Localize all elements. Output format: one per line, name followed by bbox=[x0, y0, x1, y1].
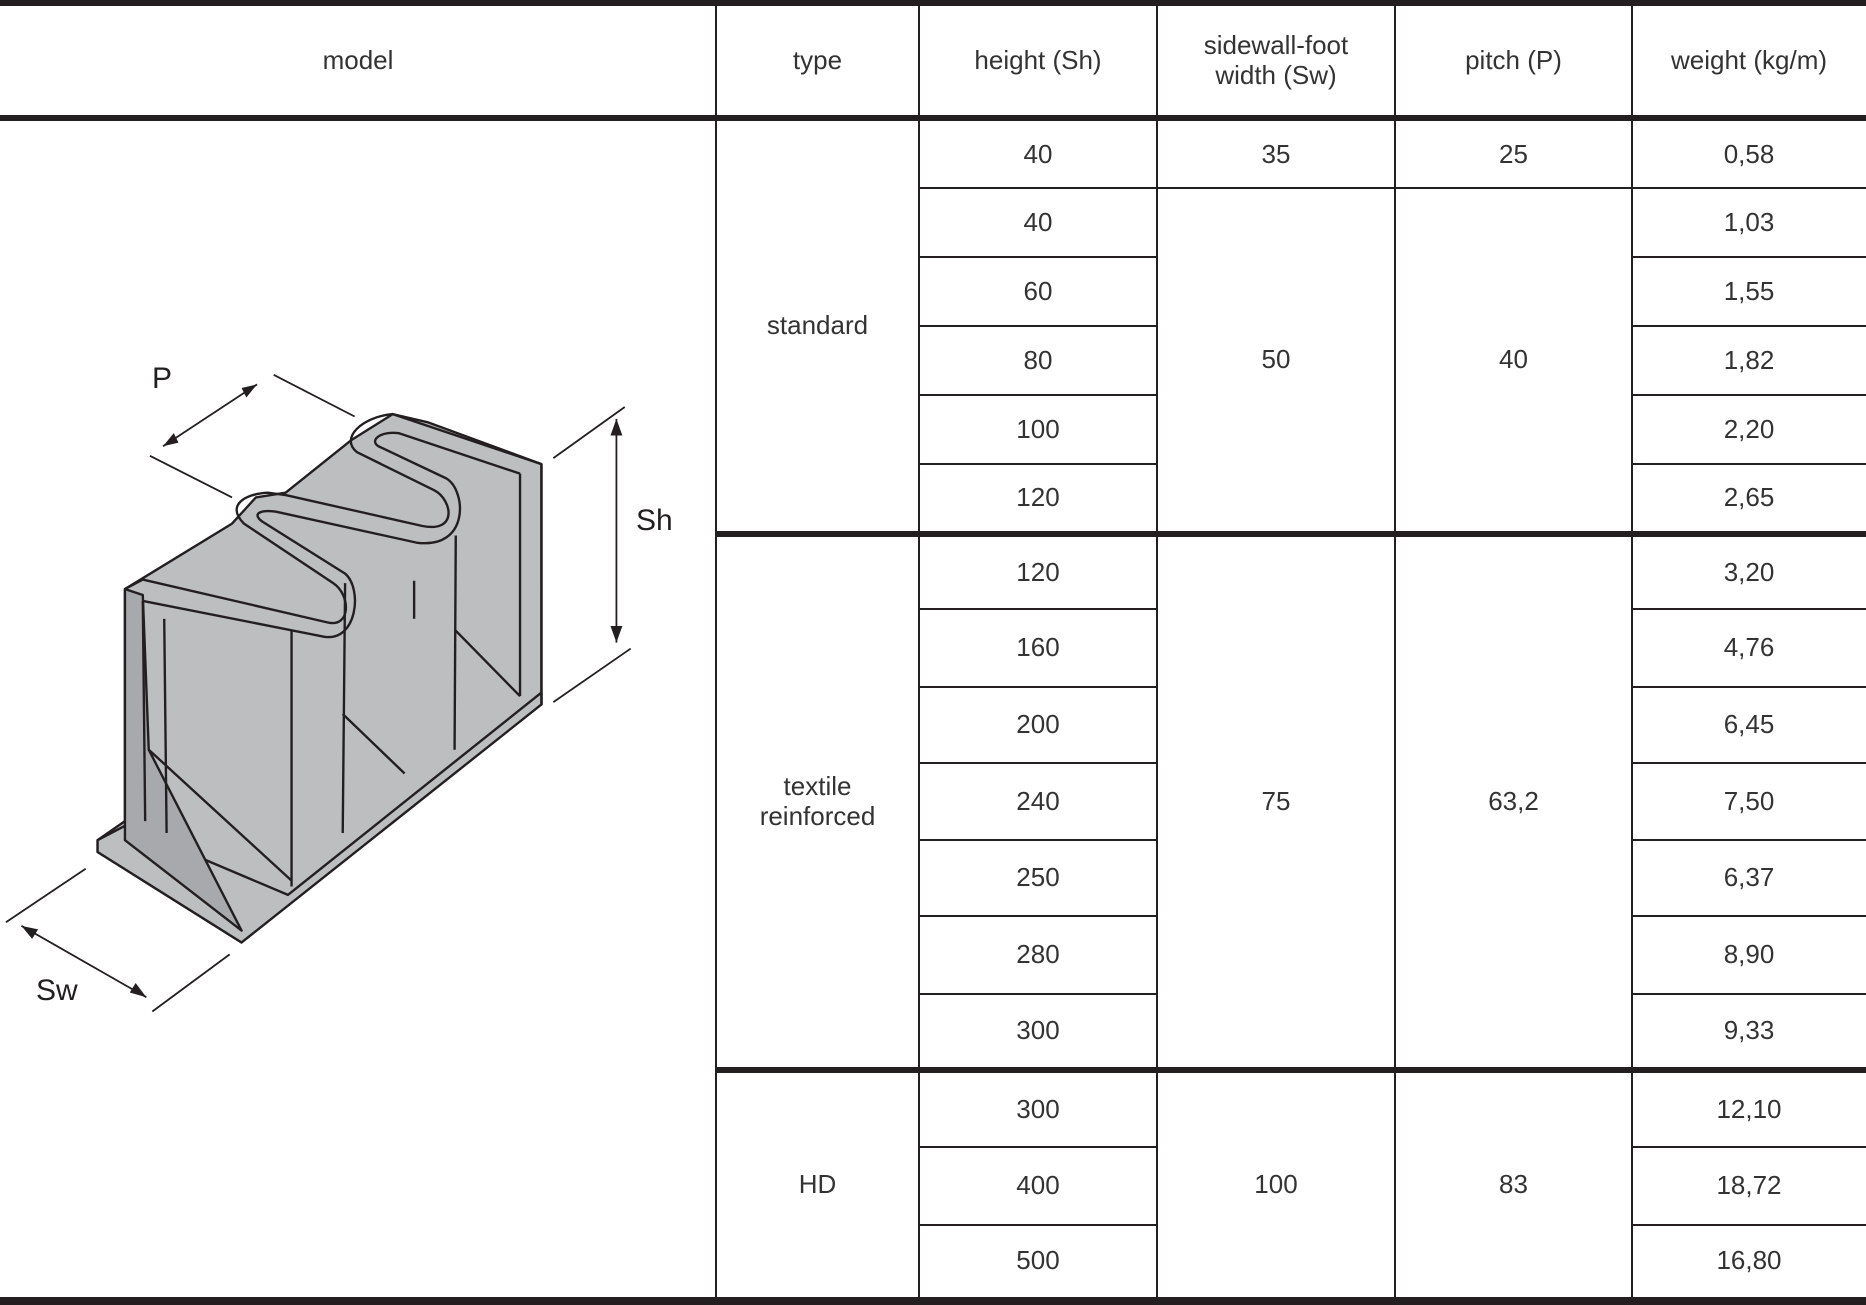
weight-cell: 2,20 bbox=[1723, 413, 1775, 444]
column-divider bbox=[1394, 0, 1396, 1297]
column-divider bbox=[918, 0, 920, 1297]
sidewall-foot-width-cell: 50 bbox=[1261, 343, 1291, 374]
weight-cell: 0,58 bbox=[1723, 138, 1775, 169]
column-divider bbox=[715, 0, 717, 1297]
row-divider bbox=[1632, 394, 1866, 396]
height-cell: 280 bbox=[1016, 939, 1060, 970]
height-cell: 120 bbox=[1016, 556, 1060, 587]
height-cell: 80 bbox=[1023, 344, 1053, 375]
weight-cell: 3,20 bbox=[1723, 556, 1775, 587]
weight-cell: 1,03 bbox=[1723, 206, 1775, 237]
pitch-cell: 63,2 bbox=[1488, 785, 1539, 816]
row-divider bbox=[1632, 915, 1866, 917]
pitch-cell: 40 bbox=[1499, 343, 1528, 374]
row-divider bbox=[919, 256, 1157, 258]
sidewall-foot-width-cell: 100 bbox=[1254, 1169, 1298, 1200]
row-divider bbox=[0, 0, 1866, 6]
weight-cell: 1,82 bbox=[1723, 344, 1775, 375]
row-divider bbox=[1632, 762, 1866, 764]
sidewall-foot-width-cell: 35 bbox=[1261, 138, 1291, 169]
row-divider bbox=[1632, 1146, 1866, 1148]
type-cell: HD bbox=[798, 1169, 837, 1200]
height-cell: 100 bbox=[1016, 413, 1060, 444]
column-divider bbox=[1156, 0, 1158, 1297]
row-divider bbox=[1632, 608, 1866, 610]
row-divider bbox=[919, 915, 1157, 917]
row-divider bbox=[919, 686, 1157, 688]
weight-cell: 16,80 bbox=[1716, 1245, 1782, 1276]
height-cell: 160 bbox=[1016, 632, 1060, 663]
header-height: height (Sh) bbox=[974, 44, 1102, 75]
row-divider bbox=[0, 1297, 1866, 1305]
row-divider bbox=[919, 187, 1157, 189]
row-divider bbox=[716, 1067, 1866, 1073]
row-divider bbox=[1632, 993, 1866, 995]
row-divider bbox=[919, 325, 1157, 327]
row-divider bbox=[1632, 325, 1866, 327]
height-cell: 250 bbox=[1016, 862, 1060, 893]
row-divider bbox=[919, 1146, 1157, 1148]
row-divider bbox=[1632, 256, 1866, 258]
row-divider bbox=[1632, 1224, 1866, 1226]
row-divider bbox=[716, 531, 1866, 537]
weight-cell: 9,33 bbox=[1723, 1014, 1775, 1045]
header-type: type bbox=[792, 44, 843, 75]
sidewall-foot-width-cell: 75 bbox=[1261, 785, 1291, 816]
foot-width-dimension-label: Sw bbox=[36, 974, 78, 1007]
weight-cell: 18,72 bbox=[1716, 1170, 1782, 1201]
weight-cell: 7,50 bbox=[1723, 785, 1775, 816]
row-divider bbox=[919, 1224, 1157, 1226]
height-cell: 200 bbox=[1016, 709, 1060, 740]
row-divider bbox=[1632, 686, 1866, 688]
height-cell: 300 bbox=[1016, 1094, 1060, 1125]
type-cell: standard bbox=[766, 310, 869, 341]
height-cell: 400 bbox=[1016, 1170, 1060, 1201]
pitch-dimension-label: P bbox=[152, 362, 173, 395]
height-cell: 500 bbox=[1016, 1245, 1060, 1276]
height-cell: 240 bbox=[1016, 785, 1060, 816]
row-divider bbox=[1632, 463, 1866, 465]
foot-gusset bbox=[123, 587, 243, 932]
height-cell: 120 bbox=[1016, 481, 1060, 512]
weight-cell: 12,10 bbox=[1716, 1094, 1782, 1125]
row-divider bbox=[919, 394, 1157, 396]
row-divider bbox=[919, 463, 1157, 465]
height-cell: 40 bbox=[1023, 206, 1053, 237]
height-cell: 40 bbox=[1023, 138, 1053, 169]
height-cell: 60 bbox=[1023, 275, 1053, 306]
header-pitch: pitch (P) bbox=[1465, 44, 1562, 75]
header-weight: weight (kg/m) bbox=[1670, 44, 1828, 75]
weight-cell: 2,65 bbox=[1723, 481, 1775, 512]
height-cell: 300 bbox=[1016, 1014, 1060, 1045]
column-divider bbox=[1631, 0, 1633, 1297]
row-divider bbox=[1157, 187, 1632, 189]
row-divider bbox=[919, 762, 1157, 764]
weight-cell: 1,55 bbox=[1723, 275, 1775, 306]
weight-cell: 6,37 bbox=[1723, 862, 1775, 893]
row-divider bbox=[1632, 839, 1866, 841]
type-cell: textile reinforced bbox=[759, 770, 876, 831]
pitch-cell: 83 bbox=[1499, 1169, 1528, 1200]
height-dimension-label: Sh bbox=[636, 504, 673, 537]
wave-top-inner bbox=[142, 431, 521, 639]
row-divider bbox=[1632, 187, 1866, 189]
arrowheads bbox=[21, 384, 623, 998]
weight-cell: 4,76 bbox=[1723, 632, 1775, 663]
row-divider bbox=[919, 839, 1157, 841]
row-divider bbox=[919, 993, 1157, 995]
weight-cell: 6,45 bbox=[1723, 709, 1775, 740]
header-sw: sidewall-foot width (Sw) bbox=[1203, 29, 1349, 90]
dimension-lines bbox=[5, 374, 632, 1013]
row-divider bbox=[0, 115, 1866, 121]
row-divider bbox=[919, 608, 1157, 610]
header-model: model bbox=[322, 44, 394, 75]
weight-cell: 8,90 bbox=[1723, 939, 1775, 970]
pitch-cell: 25 bbox=[1499, 138, 1528, 169]
